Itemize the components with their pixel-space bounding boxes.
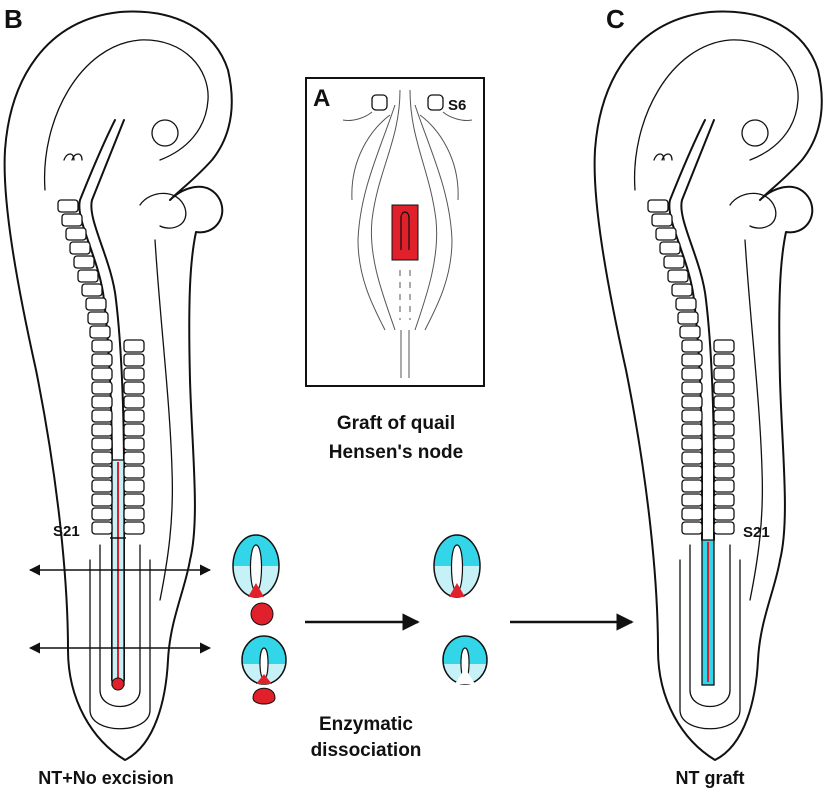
panel-c-caption: NT graft [676, 768, 745, 788]
embryo-b [3, 10, 233, 761]
panel-a-letter: A [313, 85, 330, 112]
panel-a-lines [342, 89, 473, 378]
section-nt-no-lower [241, 635, 287, 705]
process-caption-line1: Enzymatic [319, 714, 413, 735]
panel-c-letter: C [606, 4, 625, 34]
section-nt-no-upper [232, 534, 280, 626]
embryo-b-optic-vesicle [151, 119, 179, 147]
panel-b-caption: NT+No excision [38, 768, 174, 788]
panel-b-letter: B [4, 4, 23, 34]
notochord-dot [250, 602, 274, 626]
embryo-b-heart [139, 192, 187, 229]
embryo-b-brain-inner [43, 39, 209, 191]
embryo-b-neural-tube-2 [90, 119, 125, 681]
panel-a-somite-left [371, 94, 388, 111]
graft-caption-line1: Graft of quail [337, 413, 455, 434]
embryo-b-somites-left [57, 199, 113, 535]
section-nt-upper [433, 534, 481, 598]
embryo-b-otic [63, 153, 83, 161]
panel-c-stage-label: S21 [743, 524, 770, 541]
embryo-b-somites-right [123, 339, 145, 535]
section-nt-lower [442, 635, 488, 685]
panel-a [305, 77, 485, 387]
panel-a-node-outline [400, 211, 410, 250]
embryo-b-node [111, 677, 125, 691]
embryo-b-outline [3, 10, 233, 761]
panel-a-somite-right [427, 94, 444, 111]
embryo-c [593, 10, 823, 761]
graft-caption-line2: Hensen's node [329, 442, 463, 463]
embryo-c-outline [593, 10, 823, 761]
panel-a-stage-label: S6 [448, 97, 466, 114]
panel-a-quail-node-graft [391, 204, 419, 261]
panel-b-stage-label: S21 [53, 523, 80, 540]
embryo-b-caudal-outline-2 [89, 559, 151, 730]
embryo-b-ventral-line [154, 239, 174, 601]
process-caption-line2: dissociation [311, 740, 422, 761]
embryo-b-caudal-outline [99, 544, 141, 708]
